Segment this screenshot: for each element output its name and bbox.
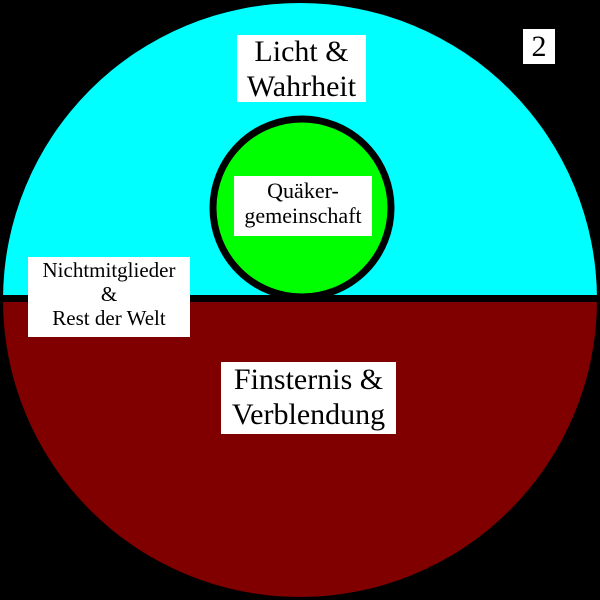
label-quaker-community-line-2: gemeinschaft [244,203,362,229]
label-darkness-delusion: Finsternis & Verblendung [221,362,396,434]
label-darkness-delusion-line-1: Finsternis & [233,363,384,396]
label-darkness-delusion-line-2: Verblendung [231,397,386,431]
label-non-members-line-1: Nichtmitglieder [42,258,176,282]
label-light-truth: Licht & Wahrheit [237,35,366,103]
label-non-members-line-3: Rest der Welt [52,306,166,331]
page-number: 2 [523,29,555,64]
lower-region [3,299,597,597]
label-light-truth-line-1: Licht & [254,35,349,68]
label-non-members: Nichtmitglieder & Rest der Welt [28,257,190,337]
label-light-truth-line-2: Wahrheit [246,69,357,103]
label-non-members-line-2: & [100,282,118,307]
label-quaker-community-line-1: Quäker- [267,178,339,203]
label-quaker-community: Quäker- gemeinschaft [234,176,372,236]
